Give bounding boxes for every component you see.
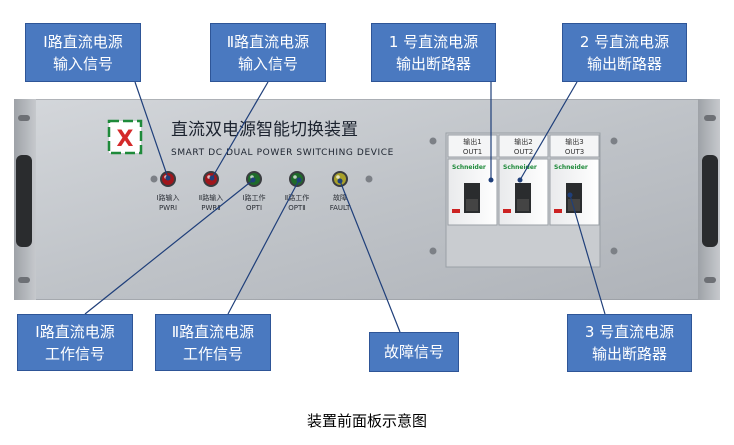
breaker-brand: Schneider — [452, 164, 486, 171]
screw — [610, 137, 618, 145]
leader-line — [339, 180, 401, 333]
figure-caption: 装置前面板示意图 — [306, 412, 427, 430]
screw — [610, 247, 618, 255]
screw — [429, 247, 437, 255]
device-title-en: SMART DC DUAL POWER SWITCHING DEVICE — [171, 148, 394, 158]
breaker-code: OUT2 — [514, 148, 533, 156]
breaker-brand: Schneider — [554, 164, 588, 171]
indicator-code: PWRⅡ — [201, 204, 220, 212]
breaker-code: OUT3 — [565, 148, 584, 156]
indicator-code: OPTⅡ — [288, 204, 305, 212]
leader-line — [134, 81, 169, 179]
indicator-label: Ⅰ路工作 — [242, 193, 265, 202]
callout-work1: Ⅰ路直流电源工作信号 — [17, 314, 133, 371]
device-front-panel: X 直流双电源智能切换装置 SMART DC DUAL POWER SWITCH… — [14, 99, 720, 300]
screw — [365, 175, 373, 183]
svg-text:X: X — [117, 127, 134, 152]
indicator-label: 故障 — [333, 193, 347, 202]
callout-input1: Ⅰ路直流电源输入信号 — [25, 23, 141, 82]
right-handle — [702, 155, 718, 247]
callout-work2: Ⅱ路直流电源工作信号 — [155, 314, 271, 371]
indicator-label: Ⅱ路工作 — [285, 193, 309, 202]
leader-line — [569, 194, 606, 315]
leader-line — [84, 179, 254, 315]
brand-logo: X — [107, 119, 143, 155]
callout-out2: 2 号直流电源输出断路器 — [562, 23, 687, 82]
callout-out1: 1 号直流电源输出断路器 — [371, 23, 496, 82]
indicator-code: OPTⅠ — [246, 204, 262, 212]
callout-fault: 故障信号 — [369, 332, 459, 372]
callout-input2: Ⅱ路直流电源输入信号 — [210, 23, 326, 82]
callout-out3: 3 号直流电源输出断路器 — [567, 314, 692, 372]
breaker-label: 输出2 — [514, 137, 532, 146]
indicator-label: Ⅱ路输入 — [199, 193, 223, 202]
device-title-cn: 直流双电源智能切换装置 — [171, 120, 358, 140]
indicator-code: FAULT — [330, 204, 351, 212]
leader-line — [211, 81, 269, 179]
indicator-code: PWRⅠ — [159, 204, 177, 212]
indicator-label: Ⅰ路输入 — [156, 193, 179, 202]
screw — [150, 175, 158, 183]
breaker-code: OUT1 — [463, 148, 482, 156]
breaker-label: 输出1 — [463, 137, 481, 146]
breaker-label: 输出3 — [565, 137, 583, 146]
leader-line — [519, 81, 578, 181]
screw — [429, 137, 437, 145]
breaker-brand: Schneider — [503, 164, 537, 171]
left-handle — [16, 155, 32, 247]
leader-line — [227, 179, 300, 315]
